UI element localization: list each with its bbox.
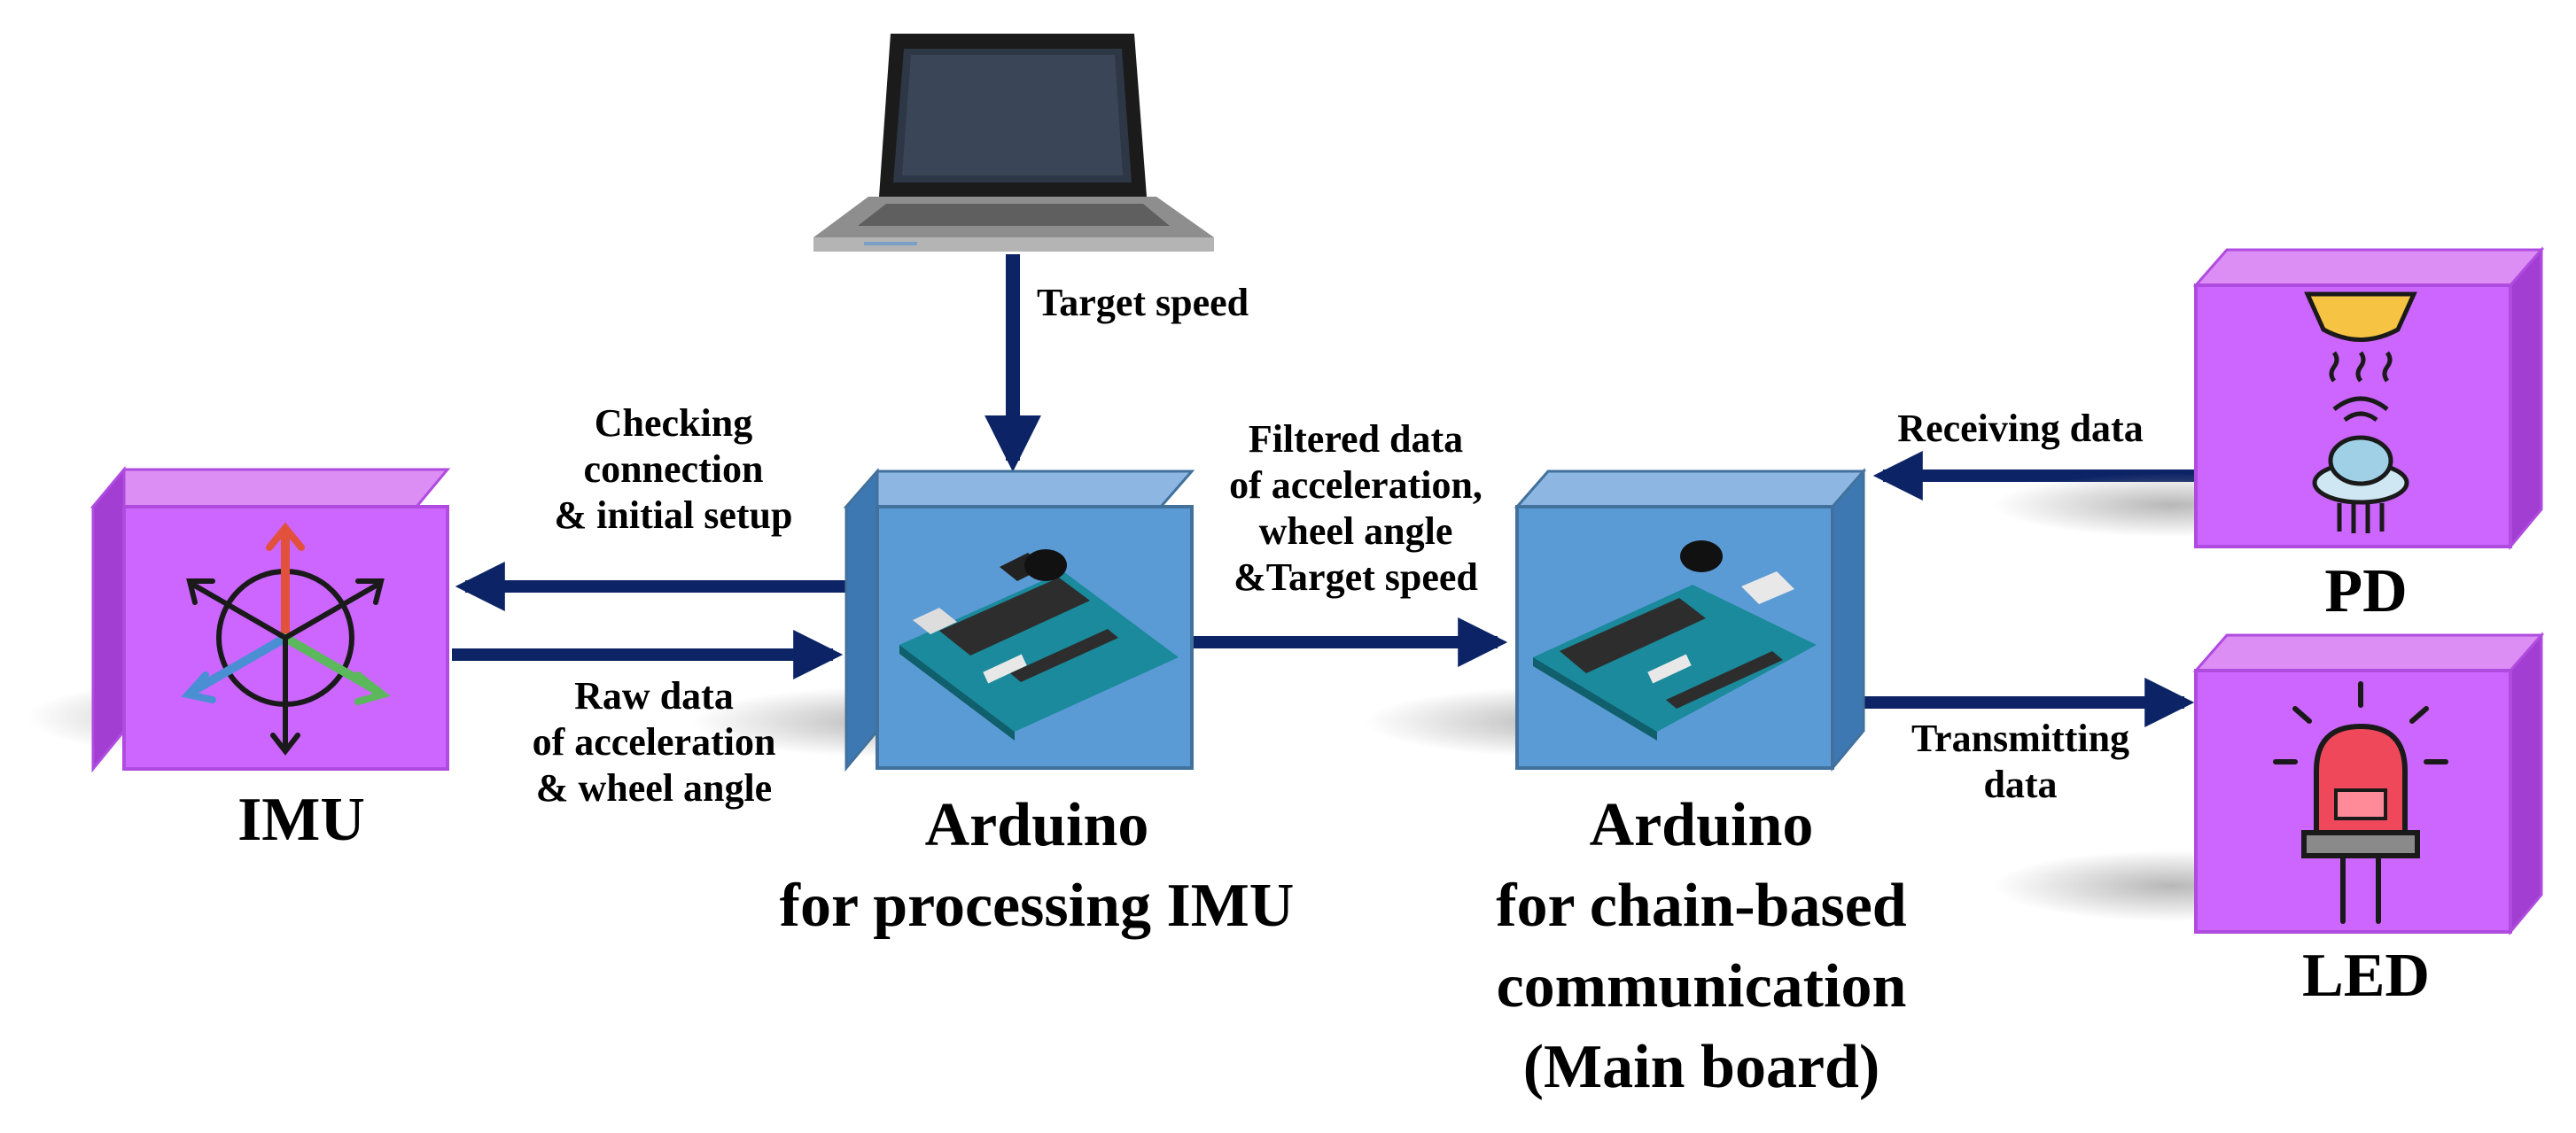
checking-connection-label: Checking connection & initial setup [554,401,793,537]
arduino-imu-label: Arduino for processing IMU [779,791,1295,940]
led-icon [2273,681,2448,924]
laptop-icon [813,34,1214,252]
raw-data-label: Raw data of acceleration & wheel angle [532,674,776,810]
receiving-data-label: Receiving data [1897,407,2144,450]
pd-box [1994,246,2545,551]
target-speed-label: Target speed [1037,281,1249,324]
imu-box [27,465,451,773]
led-label: LED [2302,942,2430,1010]
photodetector-icon [2304,291,2417,533]
transmitting-data-label: Transmitting data [1911,717,2130,806]
arduino-board-icon [899,549,1179,741]
imu-label: IMU [237,786,365,854]
axes-icon [181,522,391,756]
arduino-board-icon [1533,540,1817,741]
pd-label: PD [2324,557,2408,625]
filtered-data-label: Filtered data of acceleration, wheel ang… [1229,417,1483,599]
arduino-main-label: Arduino for chain-based communication (M… [1496,791,1907,1101]
